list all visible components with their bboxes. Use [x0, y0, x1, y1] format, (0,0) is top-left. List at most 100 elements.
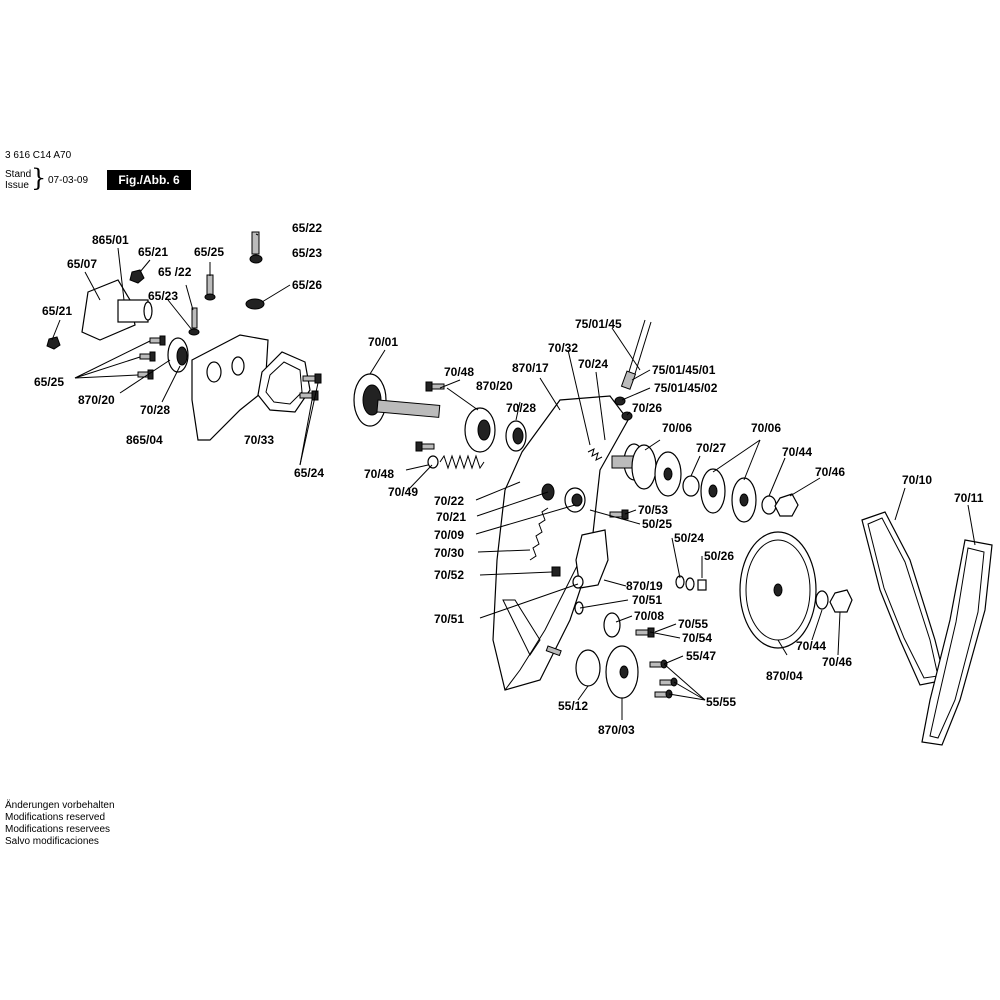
label-70-44-b: 70/44 [796, 639, 826, 653]
bracket-part [191, 334, 269, 441]
nut-part [621, 411, 633, 421]
label-65-23-b: 65/23 [148, 289, 178, 303]
bushing-part [575, 649, 601, 687]
bolt-part [251, 231, 260, 255]
label-65-25: 65/25 [194, 245, 224, 259]
shaft-part [376, 399, 441, 418]
label-70-09: 70/09 [434, 528, 464, 542]
nut-part [614, 396, 626, 406]
label-70-26: 70/26 [632, 401, 662, 415]
label-70-11: 70/11 [954, 491, 984, 505]
label-70-06-b: 70/06 [751, 421, 781, 435]
washer-part [815, 590, 829, 610]
spring-part [529, 507, 549, 561]
label-70-30: 70/30 [434, 546, 464, 560]
issue-date: 07-03-09 [48, 175, 89, 186]
label-75-01-45-02: 75/01/45/02 [654, 381, 718, 395]
bracket-hole [206, 361, 222, 383]
label-65-23: 65/23 [292, 246, 322, 260]
label-65-07: 65/07 [67, 257, 97, 271]
spacer-part [682, 475, 700, 497]
label-75-01-45-01: 75/01/45/01 [652, 363, 716, 377]
label-65-26: 65/26 [292, 278, 322, 292]
nut-part [46, 336, 61, 350]
label-65-22-b: 65 /22 [158, 265, 192, 279]
label-870-03: 870/03 [598, 723, 635, 737]
nut-part [551, 566, 561, 577]
label-65-22: 65/22 [292, 221, 322, 235]
label-70-46: 70/46 [815, 465, 845, 479]
label-70-28: 70/28 [140, 403, 170, 417]
washer-part [761, 495, 777, 515]
label-70-54: 70/54 [682, 631, 712, 645]
label-70-46-b: 70/46 [822, 655, 852, 669]
label-70-49: 70/49 [388, 485, 418, 499]
label-870-20: 870/20 [78, 393, 115, 407]
disclaimer-line-de: Änderungen vorbehalten [5, 800, 115, 811]
pulley-stack [611, 443, 799, 591]
label-50-25: 50/25 [642, 517, 672, 531]
label-65-25-b: 65/25 [34, 375, 64, 389]
label-70-51-b: 70/51 [434, 612, 464, 626]
flange-hub [176, 346, 188, 366]
cable-end-part [620, 370, 637, 390]
label-70-33: 70/33 [244, 433, 274, 447]
label-865-04: 865/04 [126, 433, 163, 447]
label-65-21-b: 65/21 [42, 304, 72, 318]
washer-part [204, 293, 216, 301]
label-70-10: 70/10 [902, 473, 932, 487]
label-70-44: 70/44 [782, 445, 812, 459]
washer-part [245, 298, 265, 310]
document-number: 3 616 C14 A70 [5, 150, 72, 161]
bolt-part [206, 274, 214, 296]
label-70-27: 70/27 [696, 441, 726, 455]
clamp-shaft-end [143, 301, 153, 321]
label-70-28-b: 70/28 [506, 401, 536, 415]
nut-part [129, 269, 145, 284]
figure-badge: Fig./Abb. 6 [107, 170, 191, 190]
v-belt-70-10 [861, 511, 946, 686]
label-65-21: 65/21 [138, 245, 168, 259]
label-70-32: 70/32 [548, 341, 578, 355]
label-70-53: 70/53 [638, 503, 668, 517]
clamp-block-part [81, 279, 136, 341]
disclaimer-line-en: Modifications reserved [5, 812, 106, 823]
bolt-part [191, 307, 198, 329]
part-labels: 865/01 65/21 65/25 65/22 65/23 65/07 65 … [34, 221, 984, 737]
label-865-01: 865/01 [92, 233, 129, 247]
label-50-24: 50/24 [674, 531, 704, 545]
label-70-21: 70/21 [436, 510, 466, 524]
left-assembly [46, 231, 322, 441]
stand-label: Stand [5, 169, 32, 180]
screw-set [137, 335, 166, 380]
label-55-12: 55/12 [558, 699, 588, 713]
spring-part [439, 454, 485, 470]
label-870-04: 870/04 [766, 669, 803, 683]
brace-symbol: } [31, 164, 47, 192]
nut-part [829, 589, 853, 613]
label-70-22: 70/22 [434, 494, 464, 508]
label-50-26: 50/26 [704, 549, 734, 563]
label-870-20-b: 870/20 [476, 379, 513, 393]
disclaimer-line-fr: Modifications reservees [5, 824, 111, 835]
label-70-01: 70/01 [368, 335, 398, 349]
label-70-52: 70/52 [434, 568, 464, 582]
washer-part [188, 328, 200, 336]
label-70-08: 70/08 [634, 609, 664, 623]
spring-part [587, 448, 603, 461]
lower-pulley-assembly [575, 645, 678, 699]
label-70-48: 70/48 [444, 365, 474, 379]
label-70-24: 70/24 [578, 357, 608, 371]
label-70-55: 70/55 [678, 617, 708, 631]
label-870-17: 870/17 [512, 361, 549, 375]
tension-arm-part [575, 529, 609, 589]
label-70-48-b: 70/48 [364, 467, 394, 481]
disclaimer-line-es: Salvo modificaciones [5, 836, 99, 847]
issue-label: Issue [5, 180, 29, 191]
housing-part [492, 395, 629, 691]
spacer-part [427, 455, 439, 469]
label-55-47: 55/47 [686, 649, 716, 663]
washer-part [249, 254, 263, 264]
small-pulley-part [603, 612, 621, 638]
